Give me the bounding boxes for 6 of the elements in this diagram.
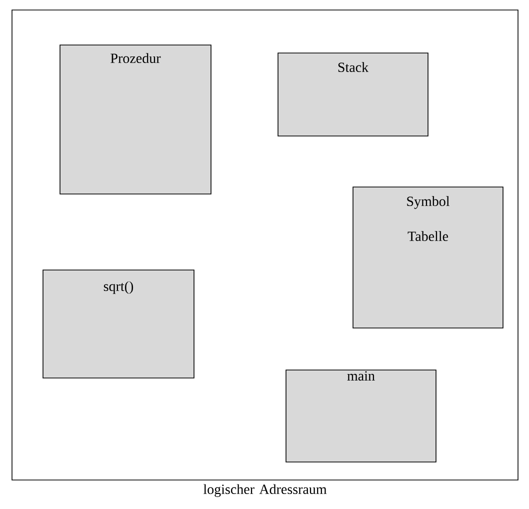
memory-box: Symbol Tabelle xyxy=(352,186,504,328)
node-label: logischer Adressraum xyxy=(203,484,327,497)
memory-box: Prozedur xyxy=(60,44,212,194)
memory-box: sqrt() xyxy=(42,270,194,378)
memory-box: main xyxy=(286,370,436,462)
memory-box: Stack xyxy=(278,52,428,136)
